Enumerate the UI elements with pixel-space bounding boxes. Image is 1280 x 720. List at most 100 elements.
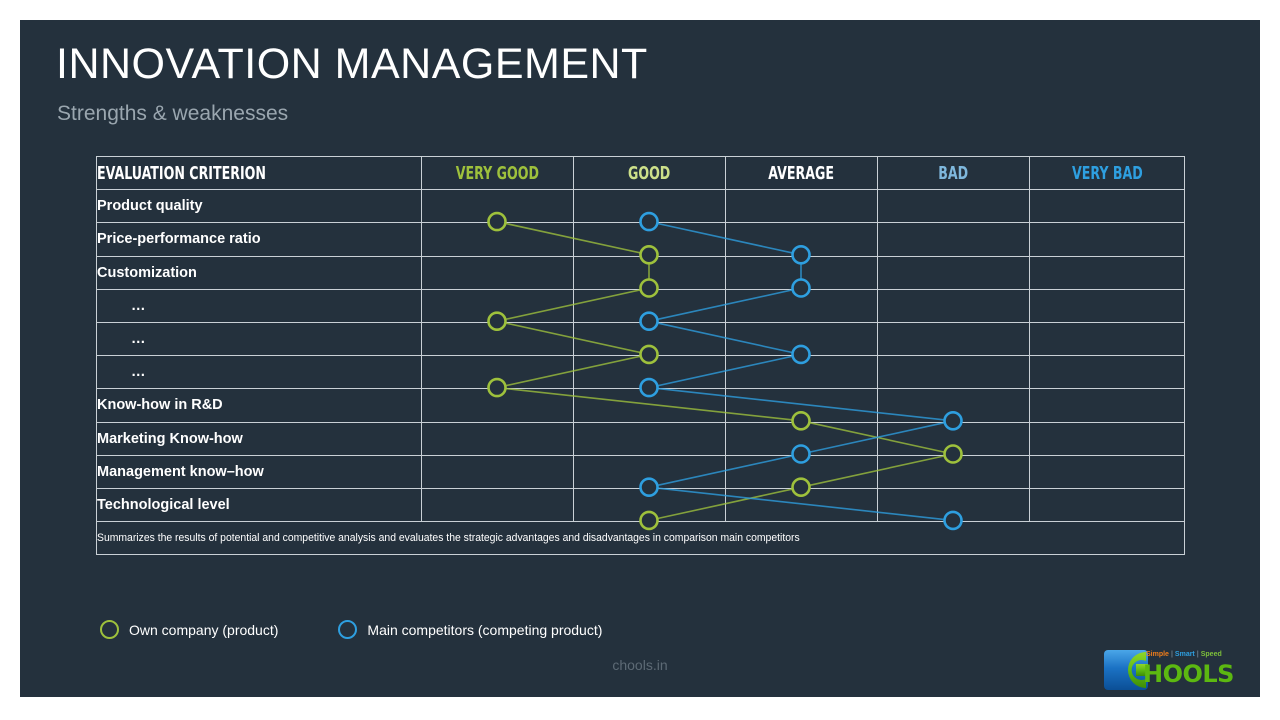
row-label: … xyxy=(96,288,422,323)
header-row: EVALUATION CRITERION VERY GOOD GOOD AVER… xyxy=(96,155,1185,191)
row-label: Product quality xyxy=(96,189,422,224)
matrix-cell-r1-c3[interactable] xyxy=(725,189,878,224)
table-row: Customization xyxy=(96,255,1185,290)
matrix-cell-r2-c3[interactable] xyxy=(725,222,878,257)
row-label: Customization xyxy=(96,255,422,290)
matrix-cell-r4-c4[interactable] xyxy=(877,288,1030,323)
legend-item-own-company: Own company (product) xyxy=(100,620,278,639)
matrix-footnote: Summarizes the results of potential and … xyxy=(96,521,1185,556)
matrix-cell-r10-c1[interactable] xyxy=(421,487,574,523)
header-good-label: GOOD xyxy=(628,162,671,184)
table-row: Marketing Know-how xyxy=(96,421,1185,456)
matrix-cell-r10-c3[interactable] xyxy=(725,487,878,523)
chools-logo-mark-icon xyxy=(1104,650,1148,690)
header-very-bad-label: VERY BAD xyxy=(1071,162,1143,184)
matrix-cell-r10-c4[interactable] xyxy=(877,487,1030,523)
matrix-cell-r4-c3[interactable] xyxy=(725,288,878,323)
matrix-cell-r2-c5[interactable] xyxy=(1029,222,1185,257)
matrix-cell-r5-c3[interactable] xyxy=(725,321,878,357)
chools-logo: Simple|Smart|Speed HOOLS xyxy=(1100,646,1234,694)
row-label: Technological level xyxy=(96,487,422,523)
matrix-cell-r7-c5[interactable] xyxy=(1029,388,1185,423)
header-evaluation-criterion: EVALUATION CRITERION xyxy=(96,155,422,191)
legend-circle-blue-icon xyxy=(338,620,358,639)
matrix-table: EVALUATION CRITERION VERY GOOD GOOD AVER… xyxy=(96,155,1185,556)
slide-panel: INNOVATION MANAGEMENT Strengths & weakne… xyxy=(20,20,1260,697)
matrix-cell-r5-c1[interactable] xyxy=(421,321,574,357)
matrix-cell-r8-c1[interactable] xyxy=(421,421,574,456)
header-very-good-label: VERY GOOD xyxy=(455,162,540,184)
matrix-cell-r3-c5[interactable] xyxy=(1029,255,1185,290)
header-very-good: VERY GOOD xyxy=(421,155,574,191)
matrix-cell-r8-c4[interactable] xyxy=(877,421,1030,456)
matrix-cell-r2-c2[interactable] xyxy=(573,222,726,257)
row-label: Know-how in R&D xyxy=(96,388,422,423)
header-average-label: AVERAGE xyxy=(768,162,835,184)
row-label: … xyxy=(96,355,422,390)
matrix-cell-r8-c5[interactable] xyxy=(1029,421,1185,456)
note-cell: Summarizes the results of potential and … xyxy=(96,521,1185,556)
matrix-header: EVALUATION CRITERION VERY GOOD GOOD AVER… xyxy=(96,155,1185,191)
header-very-bad: VERY BAD xyxy=(1029,155,1185,191)
matrix-cell-r7-c3[interactable] xyxy=(725,388,878,423)
page-subtitle: Strengths & weaknesses xyxy=(57,102,289,125)
note-text: Summarizes the results of potential and … xyxy=(97,532,800,545)
matrix-cell-r9-c3[interactable] xyxy=(725,454,878,489)
matrix-cell-r5-c4[interactable] xyxy=(877,321,1030,357)
row-label: Management know–how xyxy=(96,454,422,489)
matrix-cell-r7-c2[interactable] xyxy=(573,388,726,423)
legend-label-main-competitors: Main competitors (competing product) xyxy=(367,621,603,638)
matrix-cell-r6-c3[interactable] xyxy=(725,355,878,390)
matrix-cell-r4-c2[interactable] xyxy=(573,288,726,323)
matrix-cell-r6-c2[interactable] xyxy=(573,355,726,390)
matrix-cell-r1-c5[interactable] xyxy=(1029,189,1185,224)
matrix-cell-r10-c2[interactable] xyxy=(573,487,726,523)
evaluation-matrix: EVALUATION CRITERION VERY GOOD GOOD AVER… xyxy=(96,155,1185,576)
matrix-cell-r8-c3[interactable] xyxy=(725,421,878,456)
header-bad: BAD xyxy=(877,155,1030,191)
matrix-cell-r5-c2[interactable] xyxy=(573,321,726,357)
matrix-cell-r5-c5[interactable] xyxy=(1029,321,1185,357)
matrix-cell-r6-c4[interactable] xyxy=(877,355,1030,390)
matrix-cell-r8-c2[interactable] xyxy=(573,421,726,456)
table-row: … xyxy=(96,355,1185,390)
matrix-cell-r6-c5[interactable] xyxy=(1029,355,1185,390)
logo-tag-smart: Smart xyxy=(1174,651,1195,658)
matrix-cell-r2-c4[interactable] xyxy=(877,222,1030,257)
row-label: Marketing Know-how xyxy=(96,421,422,456)
matrix-cell-r3-c1[interactable] xyxy=(421,255,574,290)
matrix-cell-r7-c4[interactable] xyxy=(877,388,1030,423)
header-average: AVERAGE xyxy=(725,155,878,191)
matrix-cell-r9-c2[interactable] xyxy=(573,454,726,489)
logo-wordmark: HOOLS xyxy=(1143,660,1234,688)
matrix-cell-r3-c2[interactable] xyxy=(573,255,726,290)
matrix-cell-r2-c1[interactable] xyxy=(421,222,574,257)
matrix-cell-r1-c4[interactable] xyxy=(877,189,1030,224)
matrix-cell-r6-c1[interactable] xyxy=(421,355,574,390)
logo-tag-sep-2: | xyxy=(1196,651,1199,658)
matrix-cell-r4-c5[interactable] xyxy=(1029,288,1185,323)
note-row: Summarizes the results of potential and … xyxy=(96,521,1185,556)
header-criterion-label: EVALUATION CRITERION xyxy=(97,162,266,184)
site-url: chools.in xyxy=(612,657,668,673)
legend-label-own-company: Own company (product) xyxy=(129,621,279,638)
matrix-cell-r9-c1[interactable] xyxy=(421,454,574,489)
matrix-cell-r1-c1[interactable] xyxy=(421,189,574,224)
table-row: Product quality xyxy=(96,189,1185,224)
matrix-cell-r4-c1[interactable] xyxy=(421,288,574,323)
header-good: GOOD xyxy=(573,155,726,191)
matrix-cell-r9-c4[interactable] xyxy=(877,454,1030,489)
logo-tag-simple: Simple xyxy=(1146,651,1169,658)
table-row: Know-how in R&D xyxy=(96,388,1185,423)
logo-tag-speed: Speed xyxy=(1200,651,1222,658)
matrix-cell-r3-c4[interactable] xyxy=(877,255,1030,290)
matrix-cell-r1-c2[interactable] xyxy=(573,189,726,224)
matrix-cell-r7-c1[interactable] xyxy=(421,388,574,423)
logo-tag-sep-1: | xyxy=(1170,651,1173,658)
matrix-cell-r3-c3[interactable] xyxy=(725,255,878,290)
legend-circle-green-icon xyxy=(100,620,119,639)
table-row: Price-performance ratio xyxy=(96,222,1185,257)
matrix-cell-r9-c5[interactable] xyxy=(1029,454,1185,489)
matrix-cell-r10-c5[interactable] xyxy=(1029,487,1185,523)
